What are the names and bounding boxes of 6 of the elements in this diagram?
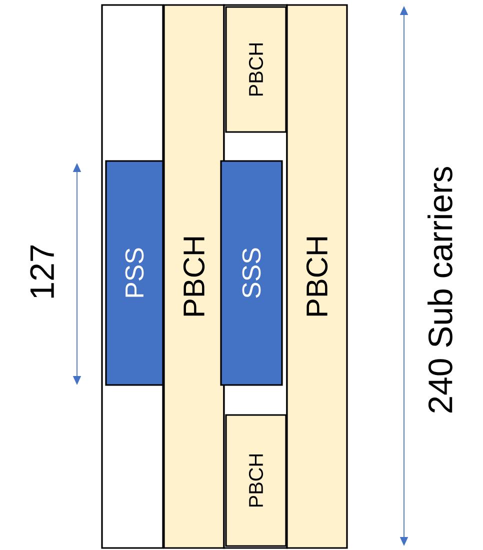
signal-block: PSS [105, 160, 164, 386]
dimension-label: 127 [30, 245, 54, 298]
signal-block: SSS [220, 160, 283, 386]
channel-block: PBCH [225, 414, 287, 547]
channel-block: PBCH [225, 6, 287, 133]
dimension-label: 240 Sub carriers [428, 167, 452, 413]
